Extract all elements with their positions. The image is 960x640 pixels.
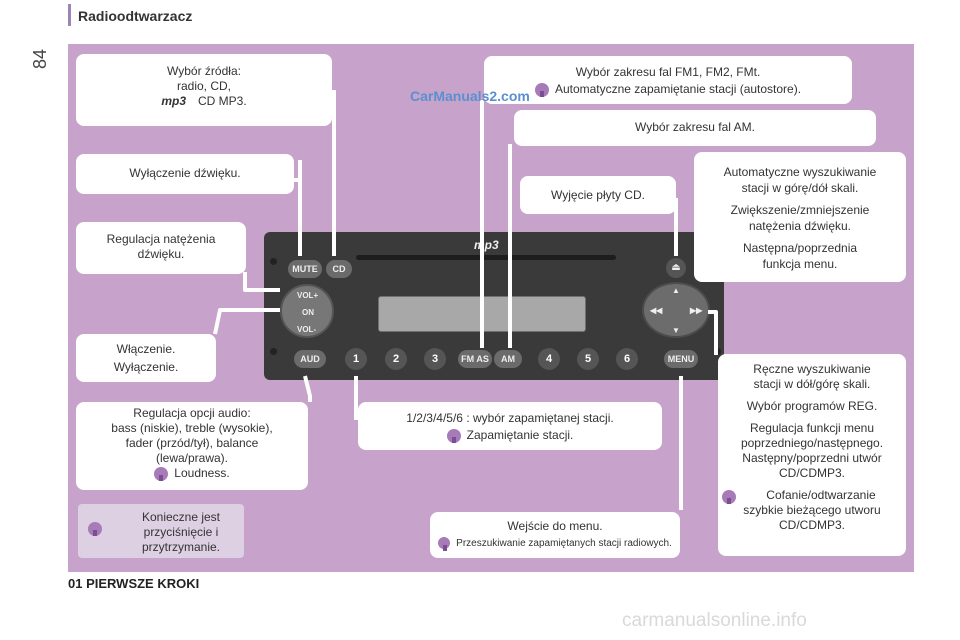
watermark-bottom: carmanualsonline.info — [622, 610, 807, 631]
callout-volume: Regulacja natężenia dźwięku. — [76, 222, 246, 274]
section-title: 01 PIERWSZE KROKI — [68, 576, 200, 591]
am-button[interactable]: AM — [494, 350, 522, 368]
callout-menu: Wejście do menu. Przeszukiwanie zapamięt… — [430, 512, 680, 558]
fm-button[interactable]: FM AS — [458, 350, 492, 368]
callout-text: Następny/poprzedni utwór — [742, 451, 882, 465]
callout-text: Wybór źródła: — [167, 64, 241, 78]
callout-text: CD/CDMP3. — [778, 518, 845, 532]
callout-text: fader (przód/tył), balance — [125, 436, 259, 450]
callout-text: Zapamiętanie stacji. — [466, 428, 574, 442]
legend-text: przytrzymanie. — [141, 540, 221, 554]
callout-text: funkcja menu. — [762, 257, 838, 271]
header-accent-bar — [68, 4, 71, 26]
callout-audio-options: Regulacja opcji audio: bass (niskie), tr… — [76, 402, 308, 490]
on-label: ON — [302, 308, 314, 317]
callout-text: Regulacja natężenia — [106, 232, 216, 246]
dial-forward-icon: ▶▶ — [690, 306, 703, 315]
callout-text: Włączenie. — [116, 342, 176, 356]
callout-text: Regulacja funkcji menu — [749, 421, 875, 435]
preset-5-button[interactable]: 5 — [577, 348, 599, 370]
dial-rewind-icon: ◀◀ — [650, 306, 663, 315]
vol-minus-label: VOL- — [297, 325, 317, 334]
callout-source-select: Wybór źródła: radio, CD, mp3 CD MP3. — [76, 54, 332, 126]
press-hold-icon — [722, 490, 736, 504]
press-hold-icon — [446, 428, 461, 443]
volume-knob[interactable] — [280, 284, 334, 338]
press-hold-icon — [534, 82, 549, 97]
cd-slot — [356, 255, 616, 260]
callout-manual-search: Ręczne wyszukiwanie stacji w dół/górę sk… — [718, 354, 906, 556]
dial-down-arrow: ▼ — [672, 326, 680, 335]
callout-text: dźwięku. — [137, 247, 185, 261]
radio-screw — [270, 348, 277, 355]
preset-1-button[interactable]: 1 — [345, 348, 367, 370]
cd-button[interactable]: CD — [326, 260, 352, 278]
callout-power: Włączenie. Wyłączenie. — [76, 334, 216, 382]
callout-am-band: Wybór zakresu fal AM. — [514, 110, 876, 146]
legend-press-hold: Konieczne jest przyciśnięcie i przytrzym… — [78, 504, 244, 558]
callout-text: Wyjęcie płyty CD. — [551, 188, 645, 202]
callout-text: Wyłączenie dźwięku. — [129, 166, 241, 180]
callout-text: stacji w dół/górę skali. — [753, 377, 871, 391]
callout-text: Zwiększenie/zmniejszenie — [730, 203, 870, 217]
callout-text: 1/2/3/4/5/6 : wybór zapamiętanej stacji. — [406, 411, 614, 425]
vol-plus-label: VOL+ — [297, 291, 319, 300]
callout-fm-band: Wybór zakresu fal FM1, FM2, FMt. Automat… — [484, 56, 852, 104]
menu-button[interactable]: MENU — [664, 350, 698, 368]
preset-2-button[interactable]: 2 — [385, 348, 407, 370]
press-hold-icon — [438, 537, 451, 552]
press-hold-icon — [88, 522, 102, 536]
page-header-title: Radioodtwarzacz — [78, 8, 193, 24]
callout-text: Wejście do menu. — [507, 519, 603, 533]
callout-text: szybkie bieżącego utworu — [743, 503, 881, 517]
callout-eject: Wyjęcie płyty CD. — [520, 176, 676, 214]
radio-screw — [270, 258, 277, 265]
watermark-top: CarManuals2.com — [410, 88, 530, 104]
callout-text: radio, CD, — [176, 79, 232, 93]
callout-text: Ręczne wyszukiwanie — [753, 362, 871, 376]
callout-text: natężenia dźwięku. — [748, 219, 852, 233]
callout-text: Przeszukiwanie zapamiętanych stacji radi… — [456, 538, 672, 549]
press-hold-icon — [154, 466, 169, 481]
callout-auto-search: Automatyczne wyszukiwanie stacji w górę/… — [694, 152, 906, 282]
callout-text: Wybór zakresu fal FM1, FM2, FMt. — [575, 65, 761, 79]
callout-text: Loudness. — [174, 466, 230, 480]
aud-button[interactable]: AUD — [294, 350, 326, 368]
legend-text: przyciśnięcie i — [143, 525, 219, 539]
preset-6-button[interactable]: 6 — [616, 348, 638, 370]
callout-text: Automatyczne wyszukiwanie — [723, 165, 877, 179]
mp3-logo-icon: mp3 — [161, 94, 186, 108]
callout-text: poprzedniego/następnego. — [740, 436, 884, 450]
callout-text: Wyłączenie. — [113, 360, 179, 374]
callout-text: Następna/poprzednia — [742, 241, 858, 255]
callout-text: stacji w górę/dół skali. — [741, 181, 859, 195]
callout-text: Cofanie/odtwarzanie — [766, 488, 876, 502]
dial-up-arrow: ▲ — [672, 286, 680, 295]
eject-button[interactable]: ⏏ — [666, 258, 686, 278]
callout-text: Regulacja opcji audio: — [133, 406, 251, 420]
callout-mute: Wyłączenie dźwięku. — [76, 154, 294, 194]
callout-text: Wybór zakresu fal AM. — [635, 120, 755, 134]
mute-button[interactable]: MUTE — [288, 260, 322, 278]
callout-text: CD/CDMP3. — [778, 466, 845, 480]
callout-text: bass (niskie), treble (wysokie), — [111, 421, 273, 435]
legend-text: Konieczne jest — [141, 510, 221, 524]
preset-4-button[interactable]: 4 — [538, 348, 560, 370]
callout-text: Automatyczne zapamiętanie stacji (autost… — [554, 82, 802, 96]
callout-text: CD MP3. — [198, 94, 247, 108]
callout-text: Wybór programów REG. — [746, 399, 878, 413]
preset-3-button[interactable]: 3 — [424, 348, 446, 370]
callout-presets: 1/2/3/4/5/6 : wybór zapamiętanej stacji.… — [358, 402, 662, 450]
callout-text: (lewa/prawa). — [155, 451, 229, 465]
